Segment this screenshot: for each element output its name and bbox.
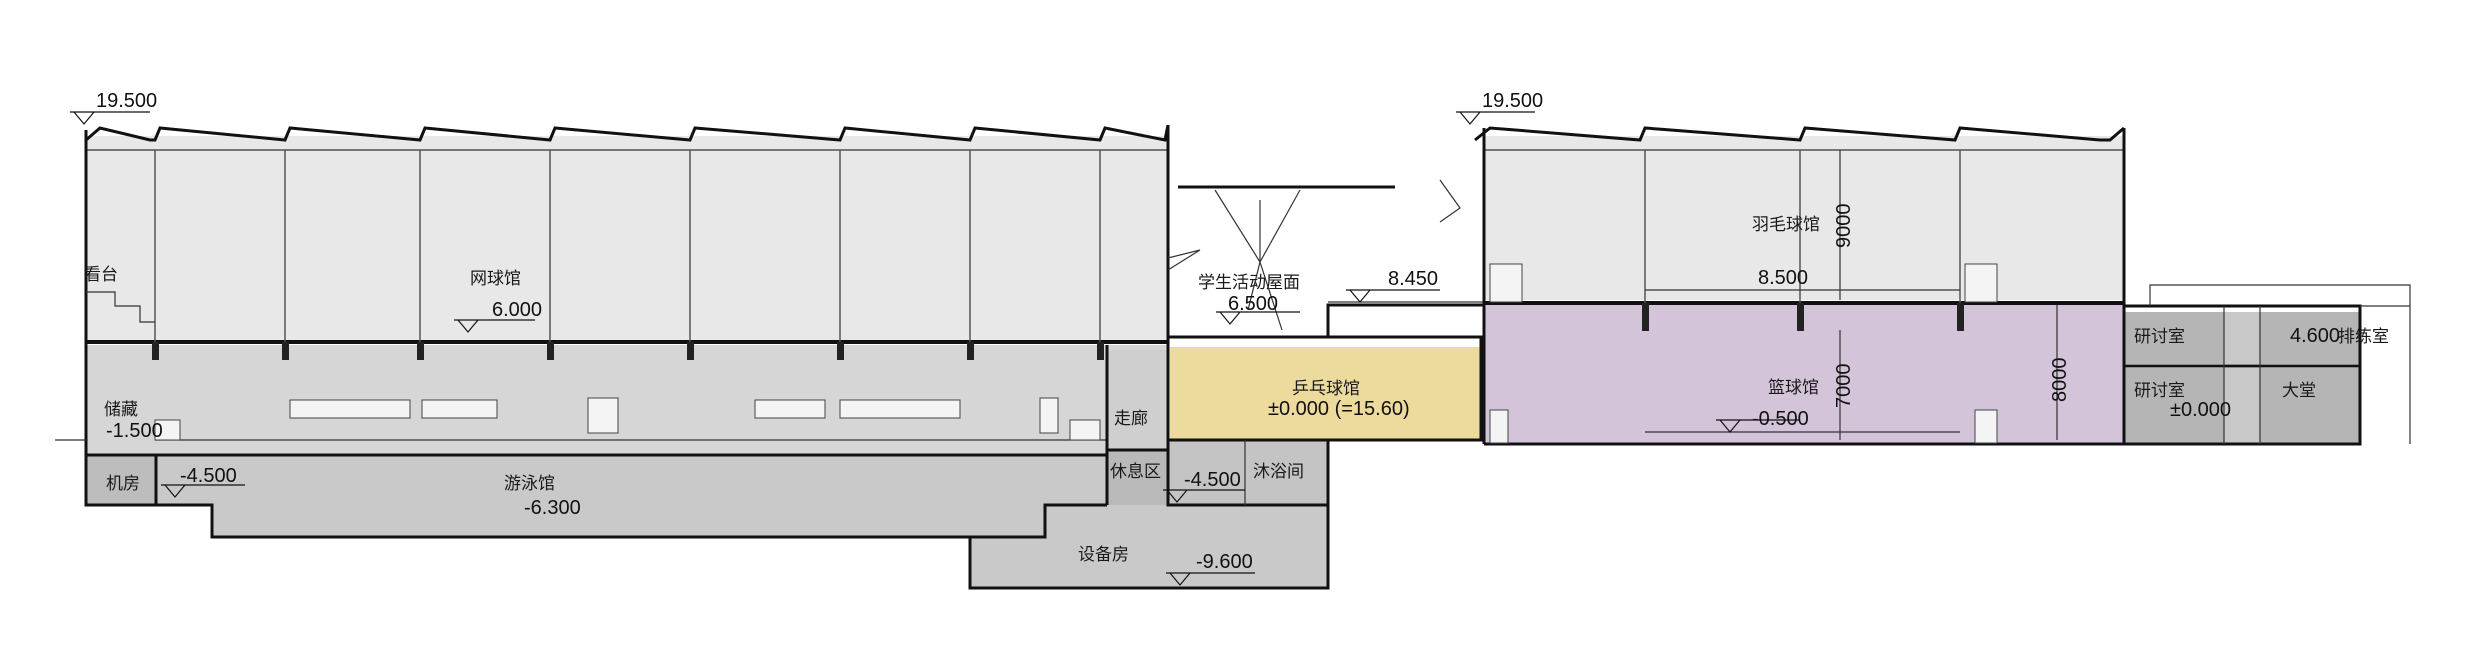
seminar-lower-label: 研讨室 xyxy=(2134,381,2185,401)
seminar-lower-fill xyxy=(2124,368,2224,444)
dim-basketball-height: 7000 xyxy=(1833,364,1855,409)
badminton-columns xyxy=(1644,150,1961,303)
tennis-hall-fill xyxy=(86,150,1168,340)
elev-pool: -6.300 xyxy=(524,497,581,519)
lobby-label: 大堂 xyxy=(2282,381,2316,401)
annex-mid-fill-2 xyxy=(2224,368,2260,444)
roof-band-right xyxy=(1484,136,2124,150)
equipment-room-fill xyxy=(970,505,1328,588)
elev-roof-845: 8.450 xyxy=(1388,268,1438,290)
elev-seminar: ±0.000 xyxy=(2170,399,2231,421)
annex-outline xyxy=(2122,304,2362,446)
corridor-label: 走廊 xyxy=(1114,409,1148,429)
right-block-structure xyxy=(1474,126,2411,446)
equipment-label: 设备房 xyxy=(1078,545,1129,565)
equipment-room-outline xyxy=(968,505,1330,590)
lounge-fill xyxy=(1107,450,1167,505)
room-fills xyxy=(86,136,2360,588)
machine-room-fill xyxy=(86,455,156,505)
elev-lounge: -4.500 xyxy=(1184,469,1241,491)
canopy-slope xyxy=(1167,249,1201,271)
seminar-upper-fill xyxy=(2124,312,2224,364)
roof-band-left xyxy=(86,136,1168,150)
student-roof-label: 学生活动屋面 xyxy=(1198,273,1300,293)
annex-mid-fill-1 xyxy=(2224,312,2260,364)
rehearsal-label: 排练室 xyxy=(2338,327,2389,347)
elev-table-tennis: ±0.000 (=15.60) xyxy=(1268,398,1410,420)
canopy-truss xyxy=(1214,189,1301,331)
swim-windows xyxy=(154,397,1101,441)
stands-label: 看台 xyxy=(84,265,118,285)
basketball-column-stubs xyxy=(1642,303,1964,331)
basketball-label: 篮球馆 xyxy=(1768,378,1819,398)
upper-step xyxy=(1326,303,1484,337)
badminton-label: 羽毛球馆 xyxy=(1752,215,1820,235)
shower-fill xyxy=(1168,440,1328,505)
elevation-labels: 19.500 19.500 6.000 -1.500 -4.500 -6.300… xyxy=(96,90,2340,573)
middle-structure xyxy=(968,179,1484,590)
elev-student-roof: 6.500 xyxy=(1228,293,1278,315)
dim-total-height: 8000 xyxy=(2049,358,2071,403)
right-doors xyxy=(1489,263,1998,444)
dim-badminton-height: 9000 xyxy=(1833,204,1855,249)
left-sawtooth-roof xyxy=(85,124,1170,142)
tennis-label: 网球馆 xyxy=(470,269,521,289)
annex-parapet xyxy=(2149,284,2411,306)
right-canopy-slope xyxy=(1439,179,1461,223)
swimming-label: 游泳馆 xyxy=(504,474,555,494)
lobby-fill xyxy=(2260,368,2360,444)
left-block-structure xyxy=(55,124,1170,539)
swimming-pool-outline xyxy=(84,455,1107,539)
elev-storage: -1.500 xyxy=(106,420,163,442)
swim-upper-fill xyxy=(86,345,1168,455)
stands-steps xyxy=(86,291,155,323)
elev-basketball: -0.500 xyxy=(1752,408,1809,430)
table-tennis-label: 乒乓球馆 xyxy=(1292,379,1360,399)
elev-top-left: 19.500 xyxy=(96,90,157,112)
elev-equipment: -9.600 xyxy=(1196,551,1253,573)
right-sawtooth-roof xyxy=(1474,126,2125,142)
elev-tennis: 6.000 xyxy=(492,299,542,321)
elevation-markers xyxy=(70,111,1800,586)
column-stubs xyxy=(152,342,1104,360)
shower-label: 沐浴间 xyxy=(1253,462,1304,482)
rehearsal-fill xyxy=(2260,312,2360,364)
shower-outline xyxy=(1166,438,1330,507)
seminar-upper-label: 研讨室 xyxy=(2134,327,2185,347)
dimension-lines xyxy=(1839,150,2058,440)
corridor-fill xyxy=(1107,350,1167,450)
elev-top-right: 19.500 xyxy=(1482,90,1543,112)
tennis-hall-columns xyxy=(154,150,1101,342)
swimming-pool-fill xyxy=(155,455,1107,537)
elev-rehearsal: 4.600 xyxy=(2290,325,2340,347)
machine-room-label: 机房 xyxy=(106,474,140,494)
table-tennis-fill xyxy=(1170,347,1480,439)
elev-badminton: 8.500 xyxy=(1758,267,1808,289)
room-labels: 看台 网球馆 储藏 机房 游泳馆 走廊 休息区 沐浴间 设备房 学生活动屋面 乒… xyxy=(84,215,2389,565)
badminton-fill xyxy=(1484,150,2124,300)
elev-machine: -4.500 xyxy=(180,465,237,487)
dimension-labels: 9000 7000 8000 xyxy=(1833,204,2071,409)
storage-label: 储藏 xyxy=(104,400,138,420)
lounge-label: 休息区 xyxy=(1110,462,1161,482)
